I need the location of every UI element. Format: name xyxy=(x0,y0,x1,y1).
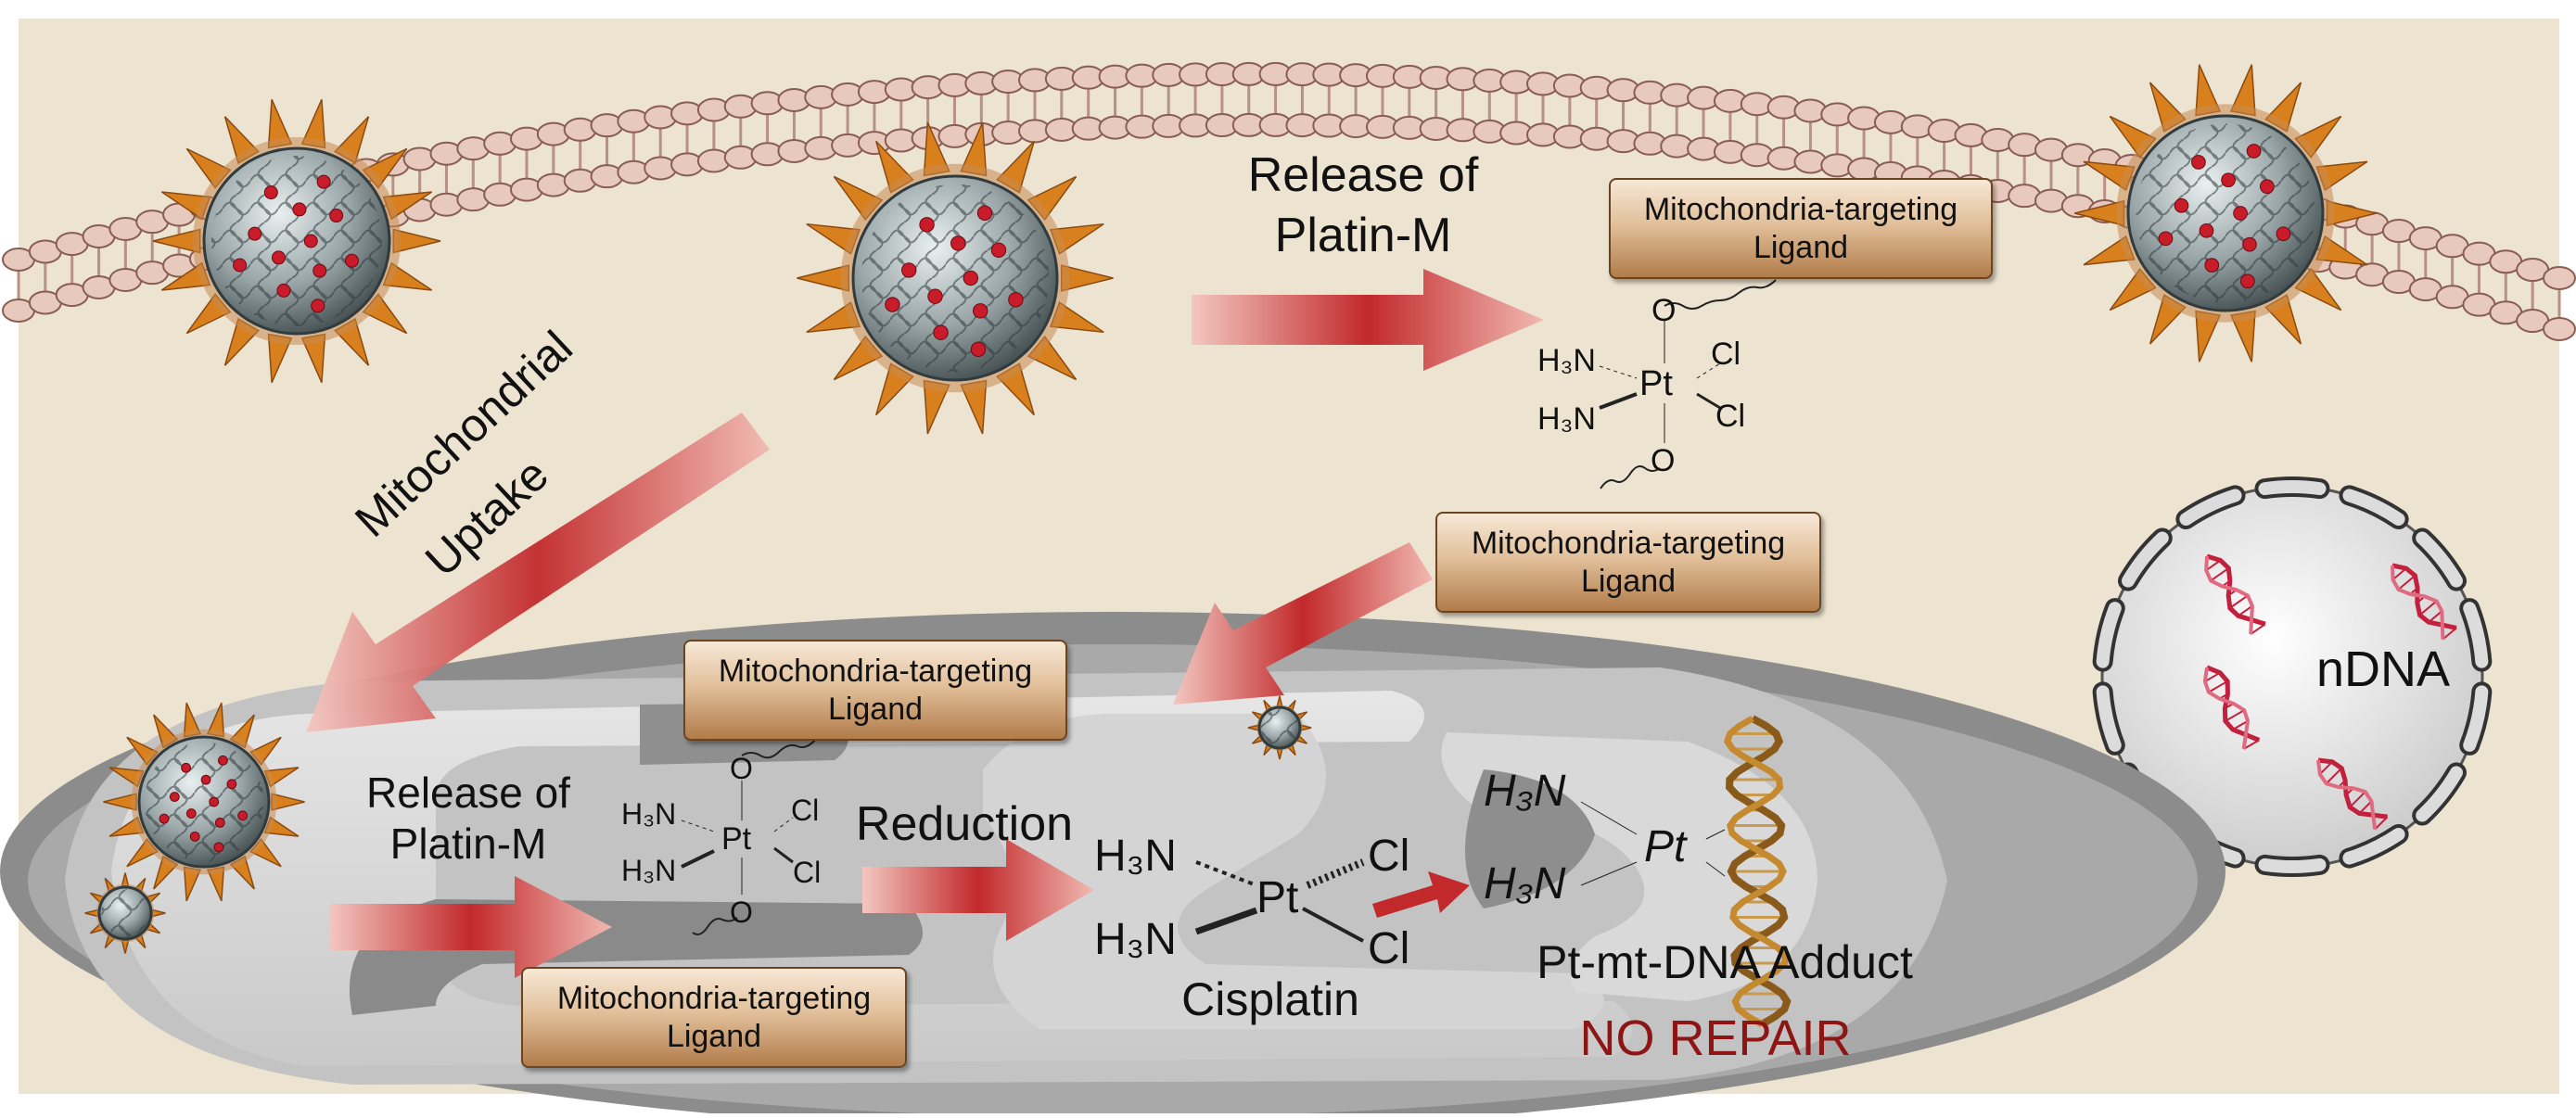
platin-top-o-lower: O xyxy=(1651,445,1675,476)
platin-inner-cl-1: Cl xyxy=(791,795,819,825)
label-cisplatin: Cisplatin xyxy=(1150,973,1391,1025)
label-release-inner-2: Platin-M xyxy=(329,820,607,869)
adduct-h3n-2: H₃N xyxy=(1484,862,1565,907)
label-release-inner-1: Release of xyxy=(329,769,607,818)
platin-top-cl-1: Cl xyxy=(1711,338,1741,370)
label-reduction: Reduction xyxy=(830,797,1099,851)
platin-inner-o-lower: O xyxy=(730,897,753,927)
ligand-box-right: Mitochondria-targeting Ligand xyxy=(1435,512,1821,613)
adduct-h3n-1: H₃N xyxy=(1484,769,1565,814)
platin-inner-cl-2: Cl xyxy=(793,858,821,887)
platin-inner-o-upper: O xyxy=(730,754,753,783)
label-release-top-2: Platin-M xyxy=(1205,209,1521,262)
platin-top-h3n-1: H₃N xyxy=(1537,345,1596,376)
cisplatin-cl-2: Cl xyxy=(1368,927,1409,972)
cisplatin-h3n-1: H₃N xyxy=(1094,834,1177,879)
label-adduct: Pt-mt-DNA Adduct xyxy=(1521,936,1929,988)
platin-top-pt: Pt xyxy=(1639,366,1673,401)
platin-top-cl-2: Cl xyxy=(1715,400,1745,432)
ligand-box-top: Mitochondria-targeting Ligand xyxy=(1609,178,1993,279)
label-no-repair: NO REPAIR xyxy=(1539,1010,1892,1066)
platin-inner-pt: Pt xyxy=(721,823,751,855)
cisplatin-pt: Pt xyxy=(1256,876,1298,921)
ligand-box-inner-top: Mitochondria-targeting Ligand xyxy=(683,640,1067,741)
cisplatin-h3n-2: H₃N xyxy=(1094,918,1177,962)
platin-inner-h3n-1: H₃N xyxy=(621,799,676,829)
ligand-box-inner-bottom: Mitochondria-targeting Ligand xyxy=(521,967,907,1068)
platin-inner-h3n-2: H₃N xyxy=(621,856,676,885)
cisplatin-cl-1: Cl xyxy=(1368,834,1409,879)
label-release-top-1: Release of xyxy=(1205,148,1521,202)
label-ndna: nDNA xyxy=(2290,642,2476,697)
platin-top-o-upper: O xyxy=(1651,295,1676,326)
platin-top-h3n-2: H₃N xyxy=(1537,403,1596,435)
adduct-pt: Pt xyxy=(1644,825,1686,870)
